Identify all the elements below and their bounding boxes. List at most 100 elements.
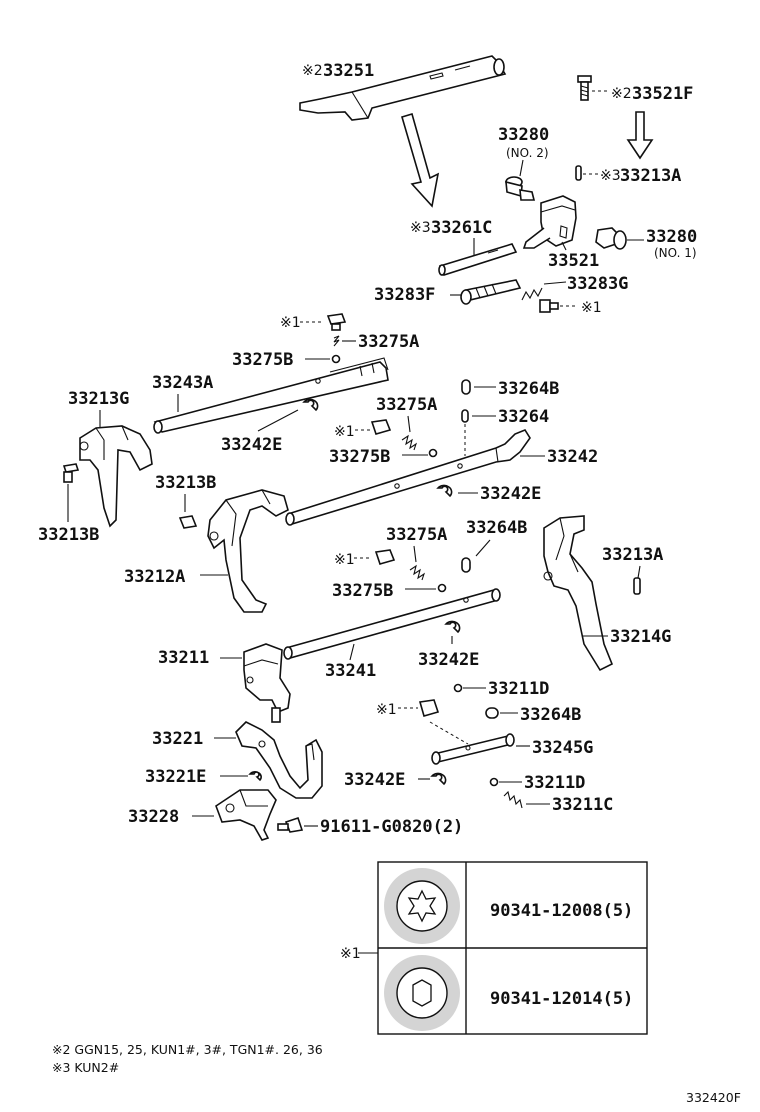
label-33280-no2-sub: (NO. 2): [506, 146, 549, 160]
label-33241: 33241: [325, 661, 376, 681]
table-row2-part: 90341-12014(5): [490, 989, 633, 1009]
part-33242-shaft: [285, 429, 531, 526]
assembly-arrow: [401, 112, 440, 208]
part-bolt-33243A: [326, 313, 347, 331]
label-33521F: 33521F: [632, 84, 693, 104]
label-33245G: 33245G: [532, 738, 593, 758]
part-33251-shaft: [299, 55, 507, 121]
part-33213A-pin: [633, 577, 641, 595]
part-33243A-shaft: [153, 357, 389, 434]
label-33214G: 33214G: [610, 627, 671, 647]
part-33264-pin: [461, 409, 469, 423]
label-33280-no1: 33280: [646, 227, 697, 247]
part-33521-shift-head: [522, 195, 577, 249]
part-33264B-pin-3: [485, 707, 499, 719]
label-33251: 33251: [323, 61, 374, 81]
part-33241-shaft: [283, 588, 501, 660]
part-33242E-clip-4: [430, 772, 447, 786]
label-33221: 33221: [152, 729, 203, 749]
part-33214G-fork: [543, 515, 614, 672]
part-33283G-spring: [521, 287, 543, 301]
label-33228: 33228: [128, 807, 179, 827]
label-91611-G0820: 91611-G0820(2): [320, 817, 463, 837]
label-33280-no2: 33280: [498, 125, 549, 145]
ref3-mark: ※3: [600, 168, 621, 184]
part-33211D-ball-1: [453, 683, 463, 693]
label-33283G: 33283G: [567, 274, 628, 294]
label-33211C: 33211C: [552, 795, 613, 815]
part-33211C-spring: [503, 790, 523, 809]
label-33264B-3: 33264B: [520, 705, 581, 725]
part-33242E-clip-3: [444, 620, 461, 634]
label-33242E-1: 33242E: [221, 435, 282, 455]
label-33213G: 33213G: [68, 389, 129, 409]
bolt-hex-head-icon: [384, 955, 460, 1031]
label-33280-no1-sub: (NO. 1): [654, 246, 697, 260]
ref1-mark: ※1: [581, 300, 602, 316]
ref3-mark: ※3: [410, 220, 431, 236]
label-33264: 33264: [498, 407, 549, 427]
bolt-torx-head-icon: [384, 868, 460, 944]
label-33521: 33521: [548, 251, 599, 271]
part-33245G-shaft: [431, 733, 515, 765]
label-33211D-1: 33211D: [488, 679, 549, 699]
part-33213A-pin-top: [575, 165, 598, 181]
part-33280-no2-plug: [505, 176, 536, 201]
label-33213B-2: 33213B: [155, 473, 216, 493]
ref1-mark: ※1: [334, 424, 355, 440]
label-33211D-2: 33211D: [524, 773, 585, 793]
label-33221E: 33221E: [145, 767, 206, 787]
label-33213A: 33213A: [602, 545, 663, 565]
part-33211-shift-head: [243, 643, 291, 723]
figure-code: 332420F: [686, 1090, 741, 1105]
label-33211: 33211: [158, 648, 209, 668]
part-bolt-4: [418, 699, 440, 717]
part-bolt-2: [370, 419, 392, 435]
part-33213G-fork: [79, 425, 153, 528]
label-33242E-3: 33242E: [418, 650, 479, 670]
label-33242E-2: 33242E: [480, 484, 541, 504]
footnote-3: ※3 KUN2#: [52, 1060, 119, 1075]
label-33275A-1: 33275A: [358, 332, 419, 352]
part-33280-no1-plug: [595, 227, 644, 250]
label-33213B-1: 33213B: [38, 525, 99, 545]
ref1-mark: ※1: [280, 315, 301, 331]
label-33242: 33242: [547, 447, 598, 467]
part-33283F-shaft: [460, 279, 522, 305]
ref2-mark: ※2: [611, 86, 632, 102]
part-33264B-pin-1: [461, 379, 471, 395]
label-33261C: 33261C: [431, 218, 492, 238]
part-91611-bolt: [277, 816, 304, 833]
label-33275B-2: 33275B: [329, 447, 390, 467]
ref1-mark: ※1: [334, 552, 355, 568]
ref2-mark: ※2: [302, 63, 323, 79]
part-33213B-bolt-2: [178, 515, 198, 529]
part-33221-lever: [235, 721, 323, 799]
label-33275B-3: 33275B: [332, 581, 393, 601]
part-33242E-clip-2: [436, 484, 453, 498]
ref1-mark: ※1: [340, 946, 361, 962]
label-33283F: 33283F: [374, 285, 435, 305]
part-33521F-bolt: [577, 75, 608, 101]
part-33261C-shaft: [438, 243, 518, 276]
part-33221E-clip: [248, 771, 262, 782]
ref1-mark: ※1: [376, 702, 397, 718]
part-bolt: [539, 299, 559, 313]
footnote-2: ※2 GGN15, 25, KUN1#, 3#, TGN1#. 26, 36: [52, 1042, 323, 1057]
label-33212A: 33212A: [124, 567, 185, 587]
part-33264B-pin-2: [461, 557, 471, 573]
part-33211D-ball-2: [489, 777, 499, 787]
label-33264B-1: 33264B: [498, 379, 559, 399]
part-33212A-fork: [207, 489, 289, 613]
label-33242E-4: 33242E: [344, 770, 405, 790]
part-33213B-bolt-1: [62, 463, 80, 483]
label-33264B-2: 33264B: [466, 518, 527, 538]
part-bolt-3: [374, 549, 396, 565]
part-33242E-clip-1: [302, 398, 319, 412]
label-33275A-3: 33275A: [386, 525, 447, 545]
table-row1-part: 90341-12008(5): [490, 901, 633, 921]
label-33275B-1: 33275B: [232, 350, 293, 370]
label-33275A-2: 33275A: [376, 395, 437, 415]
assembly-arrow: [626, 111, 654, 160]
